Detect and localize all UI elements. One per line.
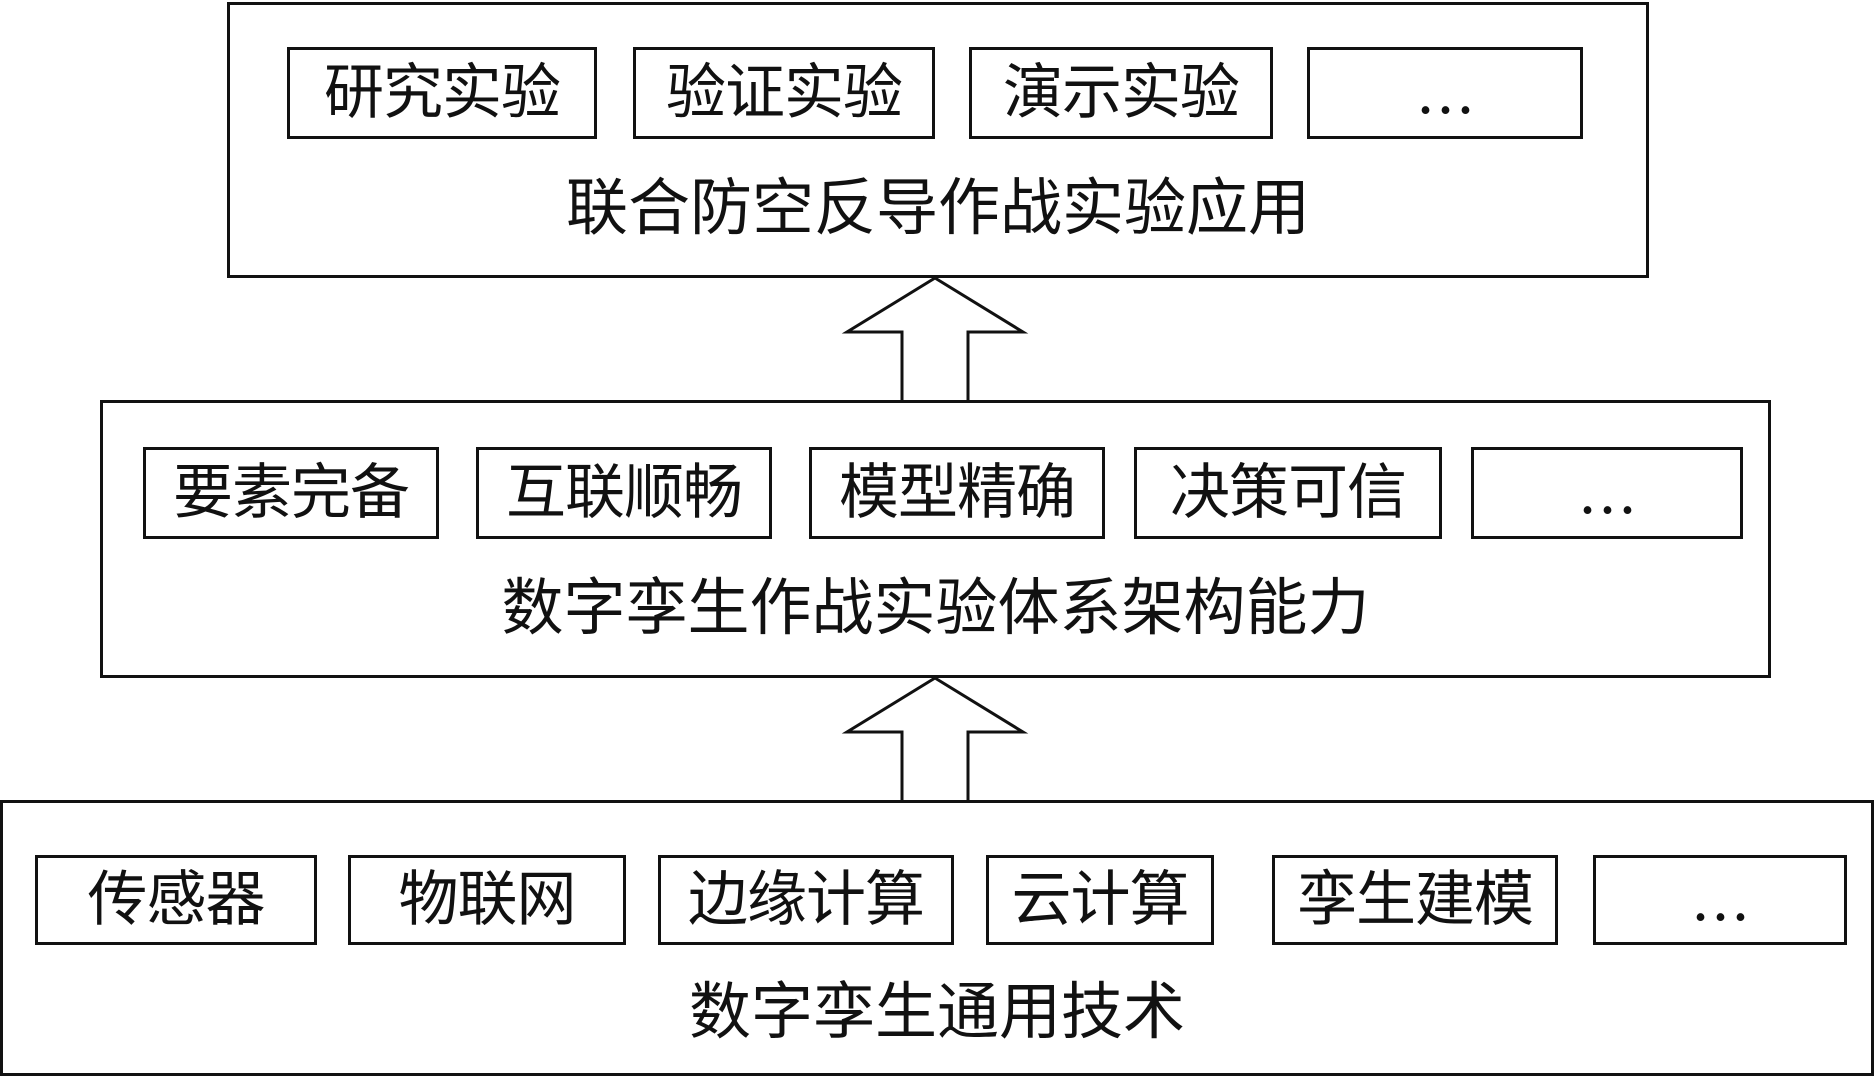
application-layer-title: 联合防空反导作战实验应用	[565, 171, 1310, 244]
technology-item-2: 物联网	[348, 855, 626, 945]
application-item-more: …	[1307, 47, 1583, 139]
technology-item-4: 云计算	[986, 855, 1214, 945]
technology-layer-box: 传感器 物联网 边缘计算 云计算 孪生建模 … 数字孪生通用技术	[0, 800, 1874, 1076]
technology-item-3: 边缘计算	[658, 855, 954, 945]
application-layer-box: 研究实验 验证实验 演示实验 … 联合防空反导作战实验应用	[227, 2, 1649, 278]
up-hollow-arrow-icon	[841, 676, 1029, 804]
application-item-1: 研究实验	[287, 47, 597, 139]
capability-item-2: 互联顺畅	[476, 447, 772, 539]
technology-item-1: 传感器	[35, 855, 317, 945]
application-item-2: 验证实验	[633, 47, 935, 139]
capability-item-4: 决策可信	[1134, 447, 1442, 539]
technology-item-more: …	[1593, 855, 1847, 945]
capability-item-3: 模型精确	[809, 447, 1105, 539]
capability-item-more: …	[1471, 447, 1743, 539]
application-item-3: 演示实验	[969, 47, 1273, 139]
technology-layer-title: 数字孪生通用技术	[688, 975, 1185, 1048]
capability-layer-title: 数字孪生作战实验体系架构能力	[501, 571, 1370, 644]
capability-item-1: 要素完备	[143, 447, 439, 539]
capability-layer-box: 要素完备 互联顺畅 模型精确 决策可信 … 数字孪生作战实验体系架构能力	[100, 400, 1771, 678]
technology-item-5: 孪生建模	[1272, 855, 1558, 945]
up-hollow-arrow-icon	[841, 276, 1029, 404]
